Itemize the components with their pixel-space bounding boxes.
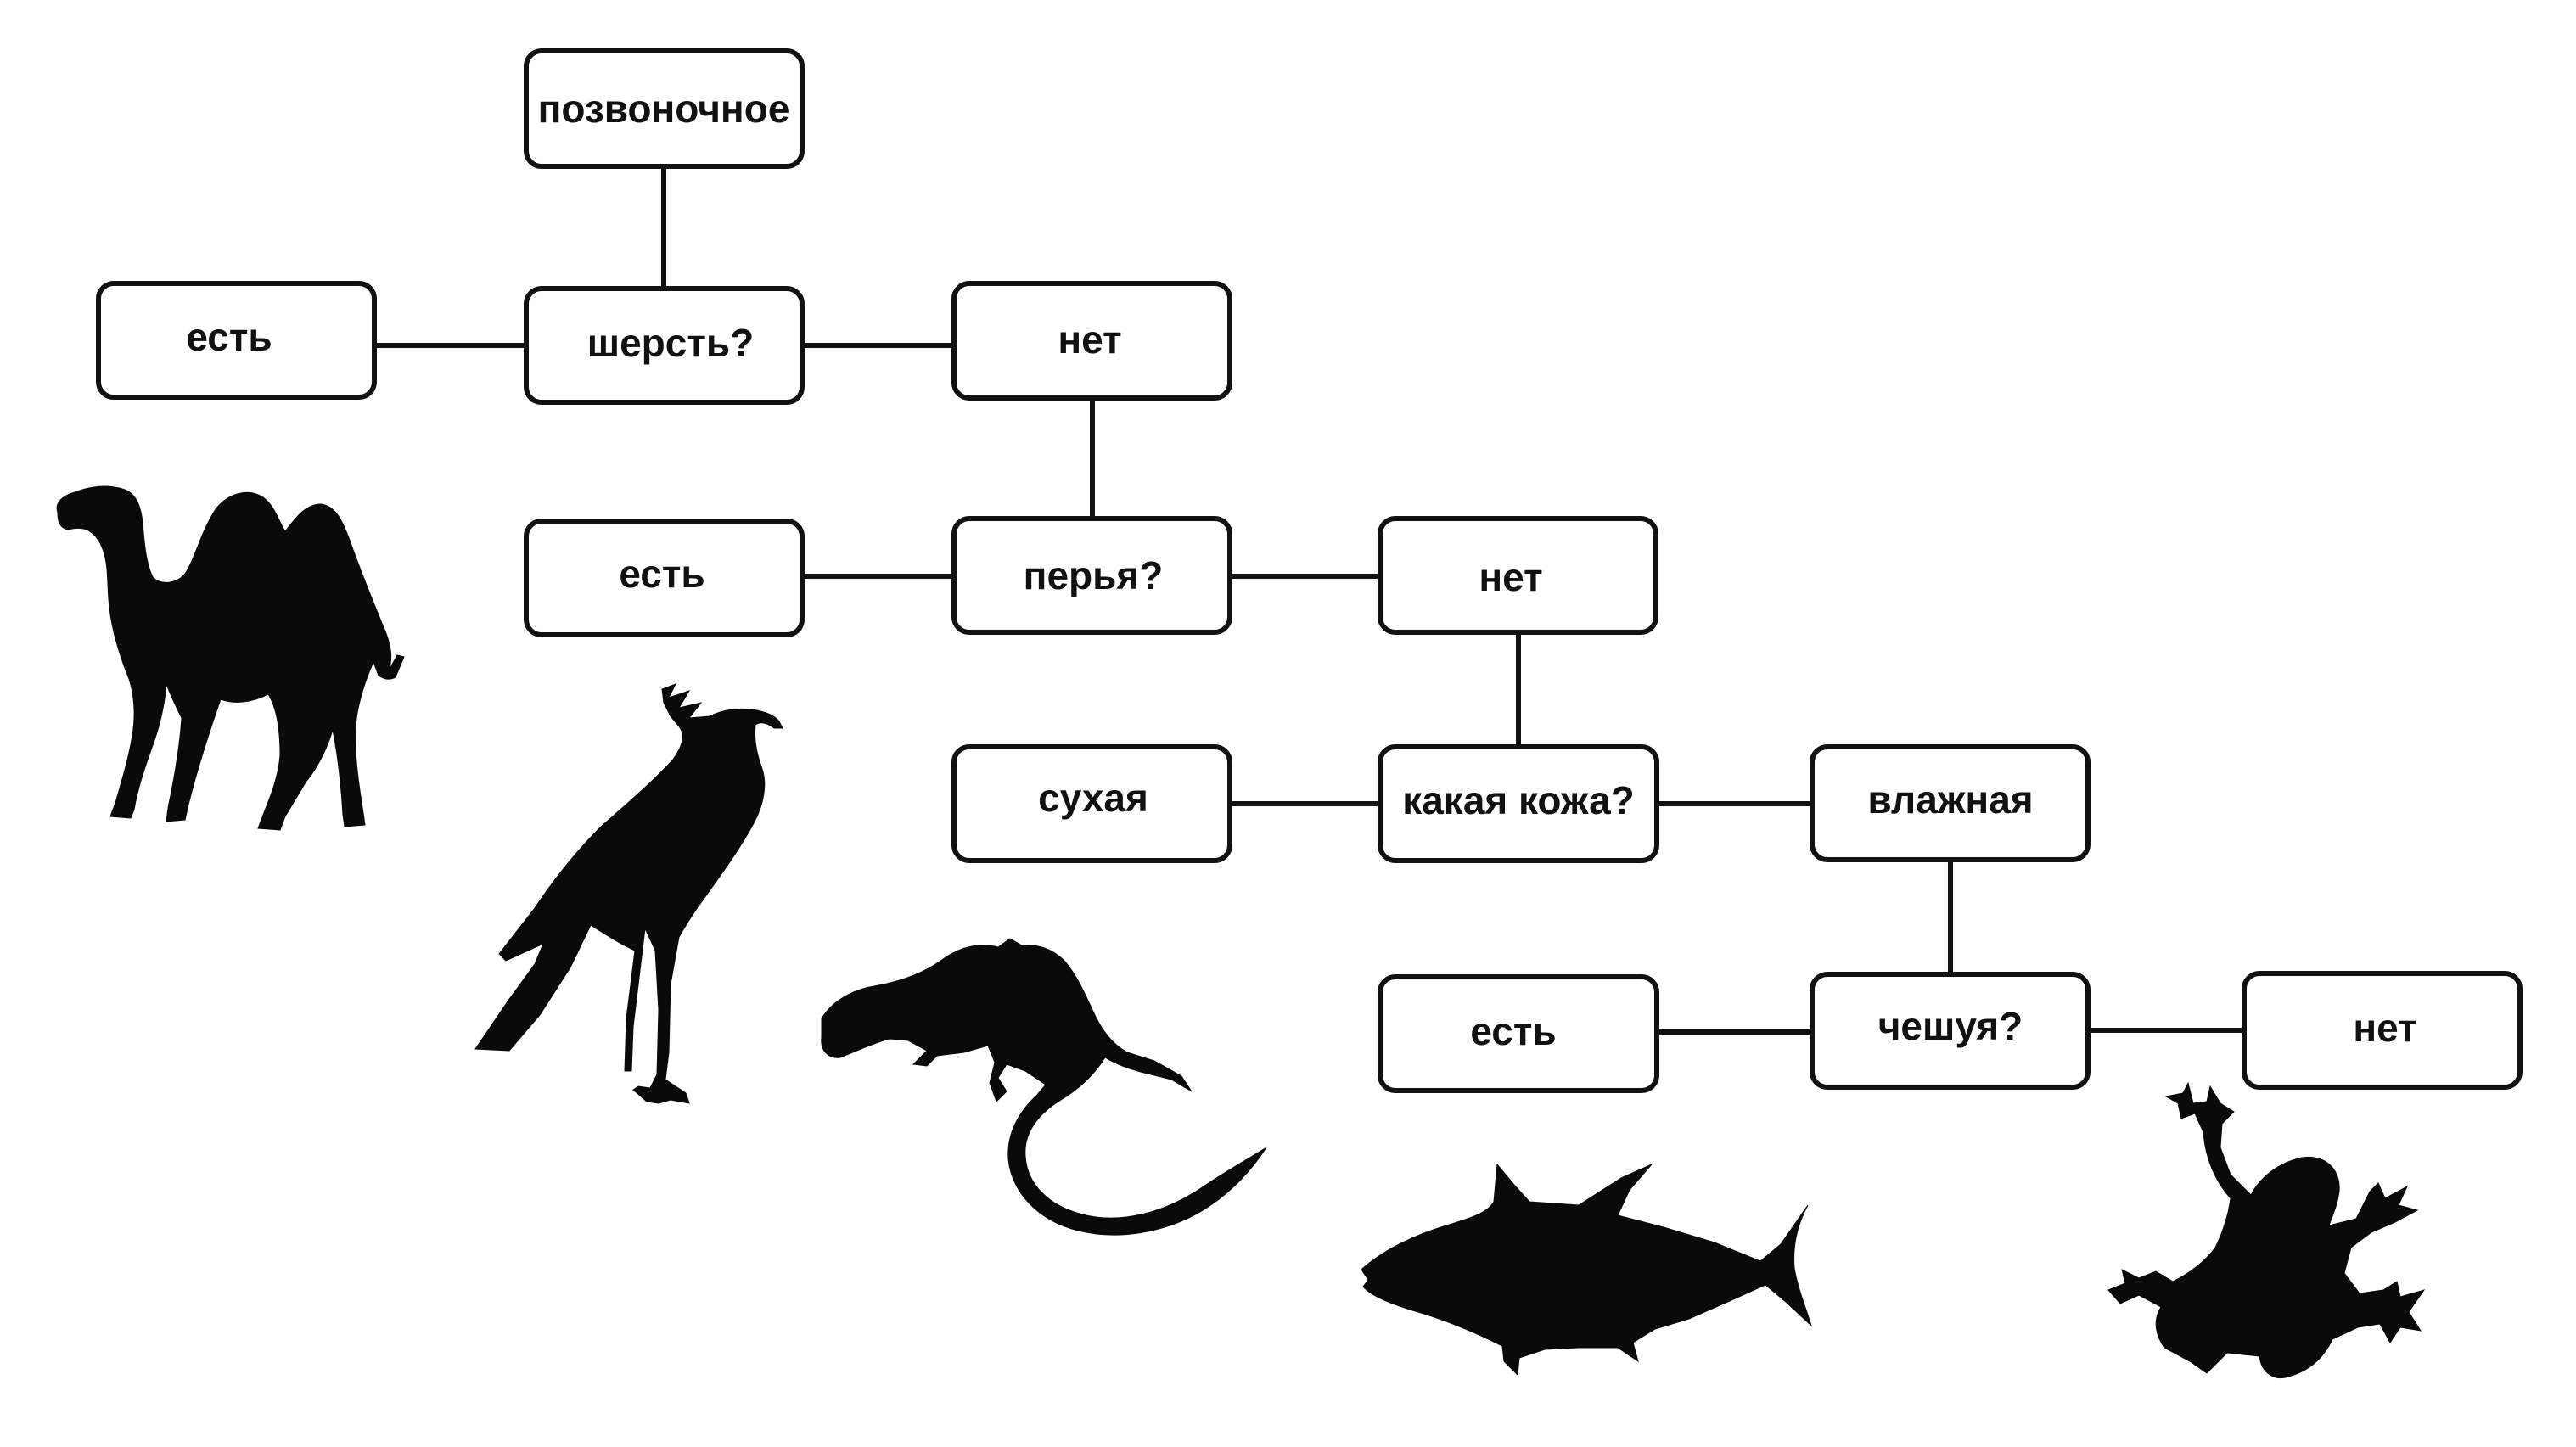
camel-icon: [56, 485, 405, 831]
node-fur-no-label: нет: [1058, 317, 1121, 362]
node-scales-no-label: нет: [2353, 1006, 2416, 1050]
node-feathers-yes: есть: [524, 519, 805, 637]
connectors: [374, 166, 2244, 1035]
node-skin-dry-label: сухая: [1038, 776, 1148, 820]
node-scales-no: нет: [2242, 971, 2523, 1090]
node-scales-question-label: чешуя?: [1878, 1004, 2023, 1048]
node-skin-moist: влажная: [1810, 744, 2091, 862]
node-fur-question: шерсть?: [524, 286, 805, 405]
node-feathers-question: перья?: [951, 516, 1232, 635]
node-feathers-no-label: нет: [1479, 555, 1542, 599]
bird-icon: [474, 683, 783, 1104]
node-vertebrate: позвоночное: [524, 48, 805, 169]
node-fur-yes: есть: [96, 281, 377, 400]
node-feathers-yes-label: есть: [619, 552, 704, 596]
node-fur-yes-label: есть: [186, 315, 272, 359]
node-skin-question-label: какая кожа?: [1402, 778, 1635, 822]
node-skin-dry: сухая: [951, 744, 1232, 863]
node-feathers-no: нет: [1378, 516, 1658, 635]
node-skin-moist-label: влажная: [1867, 777, 2033, 822]
node-scales-question: чешуя?: [1810, 972, 2091, 1090]
fish-icon: [1361, 1163, 1813, 1377]
node-scales-yes: есть: [1378, 974, 1659, 1093]
node-feathers-question-label: перья?: [1024, 553, 1164, 597]
node-scales-yes-label: есть: [1470, 1009, 1556, 1053]
node-vertebrate-label: позвоночное: [538, 87, 790, 131]
frog-icon: [2107, 1081, 2426, 1378]
node-fur-question-label: шерсть?: [587, 321, 755, 365]
lizard-icon: [821, 938, 1267, 1236]
node-fur-no: нет: [951, 281, 1232, 401]
node-skin-question: какая кожа?: [1378, 744, 1659, 863]
